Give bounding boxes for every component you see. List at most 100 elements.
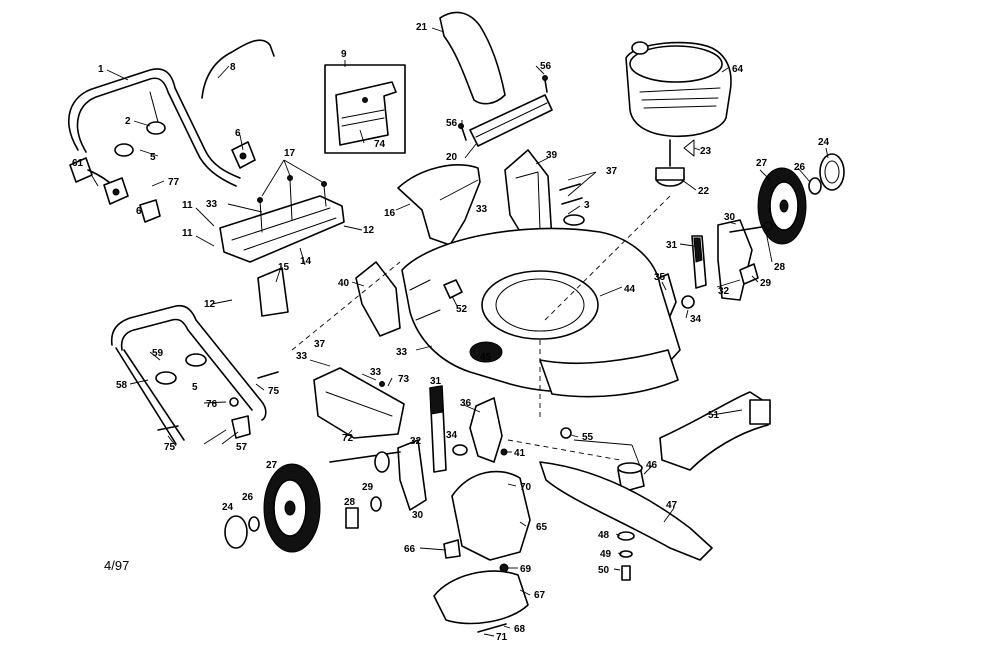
part-label-56-b: 56 — [446, 118, 458, 129]
side-guard-part — [659, 391, 771, 471]
part-label-37-left: 37 — [314, 339, 326, 350]
deflector-flap-part — [439, 11, 506, 105]
part-label-57-visible: 57 — [236, 442, 248, 453]
part-label-27-left: 27 — [266, 460, 278, 471]
part-label-39: 39 — [546, 150, 558, 161]
part-label-30-left: 30 — [412, 510, 424, 521]
part-label-52: 52 — [456, 304, 468, 315]
part-label-47: 47 — [666, 500, 678, 511]
engine-adapter-part — [655, 139, 695, 187]
part-label-8: 8 — [230, 62, 236, 73]
part-label-76: 76 — [206, 399, 218, 410]
part-label-12-b: 12 — [204, 299, 216, 310]
part-label-34-right: 34 — [690, 314, 702, 325]
part-label-17: 17 — [284, 148, 296, 159]
part-label-71: 71 — [496, 632, 508, 643]
part-label-45: 45 — [480, 352, 492, 363]
part-label-1: 1 — [98, 64, 104, 75]
part-label-33-d: 33 — [370, 367, 382, 378]
part-label-33-e: 33 — [396, 347, 408, 358]
part-label-28-left: 28 — [344, 497, 356, 508]
part-label-27-right: 27 — [756, 158, 768, 169]
inset-box-part — [324, 64, 406, 154]
part-label-35: 35 — [654, 272, 666, 283]
blade-bolt-part — [617, 531, 635, 581]
part-label-56-a: 56 — [540, 61, 552, 72]
part-label-29-right: 29 — [760, 278, 772, 289]
part-label-77: 77 — [168, 177, 180, 188]
date-code: 4/97 — [104, 558, 129, 573]
assembly-axis-lines — [291, 195, 671, 461]
part-label-75-a: 75 — [268, 386, 280, 397]
part-label-66: 66 — [404, 544, 416, 555]
blade-part — [539, 461, 713, 561]
part-label-40: 40 — [338, 278, 350, 289]
part-label-59: 59 — [152, 348, 164, 359]
lower-bracket-part — [313, 367, 405, 439]
part-label-2: 2 — [125, 116, 131, 127]
part-label-14: 14 — [300, 256, 312, 267]
baffle-plate-left-part — [452, 397, 508, 463]
leader-lines — [91, 27, 829, 637]
part-label-3: 3 — [584, 200, 590, 211]
part-label-5-lower: 5 — [192, 382, 198, 393]
part-label-31-left: 31 — [430, 376, 442, 387]
part-label-26-left: 26 — [242, 492, 254, 503]
part-label-70: 70 — [520, 482, 532, 493]
washer-left-part — [248, 516, 260, 532]
control-cable-part — [201, 39, 275, 99]
part-label-11-b: 11 — [182, 228, 193, 239]
lower-handle-part — [110, 304, 279, 445]
discharge-chute-part — [451, 470, 531, 561]
part-label-37-right: 37 — [606, 166, 618, 177]
part-label-65: 65 — [536, 522, 548, 533]
part-label-68: 68 — [514, 624, 526, 635]
part-label-15: 15 — [278, 262, 290, 273]
hinge-bracket-part — [469, 94, 553, 147]
washer-right-part — [808, 177, 822, 195]
part-label-67: 67 — [534, 590, 546, 601]
part-label-32-left: 32 — [410, 436, 422, 447]
part-label-48: 48 — [598, 530, 610, 541]
part-label-9: 9 — [341, 49, 347, 60]
hubcap-left-part — [224, 515, 248, 549]
height-adjuster-left-part — [329, 439, 427, 529]
engine-part — [625, 41, 732, 138]
center-bracket-part — [355, 261, 401, 337]
part-label-24-right: 24 — [818, 137, 830, 148]
part-label-20: 20 — [446, 152, 458, 163]
bolt-56-part — [458, 75, 548, 141]
part-label-21: 21 — [416, 22, 428, 33]
part-label-31-right: 31 — [666, 240, 678, 251]
part-label-44: 44 — [624, 284, 636, 295]
nut-55-part — [560, 427, 572, 439]
part-label-12-a: 12 — [363, 225, 375, 236]
part-label-32-right: 32 — [718, 286, 730, 297]
part-label-46: 46 — [646, 460, 658, 471]
plug-part — [443, 279, 463, 299]
part-label-73: 73 — [398, 374, 410, 385]
front-bracket-assembly-part — [219, 175, 345, 263]
handle-knob-upper-part — [114, 91, 166, 157]
upper-handle-part — [68, 68, 241, 187]
part-label-74: 74 — [374, 139, 386, 150]
front-cover-part — [397, 164, 481, 246]
part-label-50: 50 — [598, 565, 610, 576]
part-label-49: 49 — [600, 549, 612, 560]
cable-clip-part — [231, 141, 256, 169]
part-label-28-right: 28 — [774, 262, 786, 273]
mower-deck-part — [401, 227, 681, 398]
part-label-16: 16 — [384, 208, 396, 219]
part-label-72: 72 — [342, 433, 354, 444]
clip-66-part — [443, 539, 461, 559]
part-label-75-b: 75 — [164, 442, 176, 453]
part-label-23: 23 — [700, 146, 712, 157]
chute-door-part — [433, 570, 529, 633]
part-labels: 1 2 3 5 6 8 9 11 11 12 12 14 15 16 17 20… — [72, 22, 830, 643]
part-label-36: 36 — [460, 398, 472, 409]
part-label-11-a: 11 — [182, 200, 193, 211]
part-label-33-a: 33 — [206, 199, 218, 210]
part-label-58: 58 — [116, 380, 128, 391]
height-lever-left-part — [429, 385, 447, 473]
